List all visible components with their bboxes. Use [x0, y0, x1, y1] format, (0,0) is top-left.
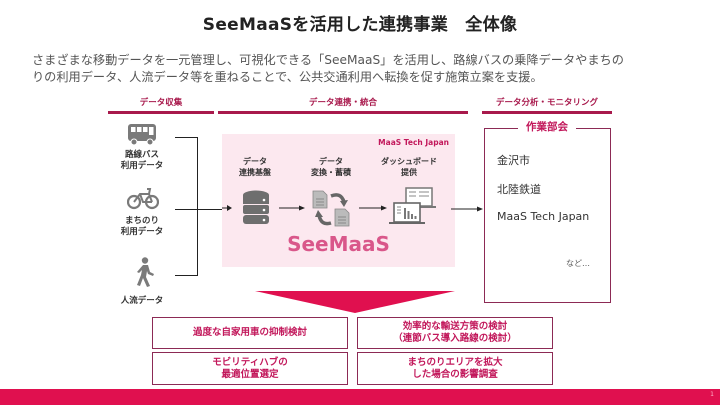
measure-box-mobility-hub: モビリティハブの最適位置選定: [152, 352, 348, 385]
bus-icon: [128, 124, 156, 146]
measure-box-transport-efficiency: 効率的な輸送方策の検討（連節バス導入路線の検討）: [357, 317, 553, 349]
measure-box-machinori-expansion: まちのりエリアを拡大した場合の影響調査: [357, 352, 553, 385]
source-label-pedestrian: 人流データ: [120, 296, 164, 306]
page-title: SeeMaaSを活用した連携事業 全体像: [202, 15, 518, 35]
source-label-bicycle: まちのり 利用データ: [120, 216, 164, 237]
bicycle-icon: [127, 188, 159, 210]
step-label-transform: データ 変換・蓄積: [311, 157, 351, 177]
member-kanazawa: 金沢市: [497, 154, 530, 167]
member-maas-tech-japan: MaaS Tech Japan: [497, 210, 590, 223]
section-divider-collect: [108, 111, 214, 114]
connector-to-platform: [197, 209, 227, 210]
page-number: 1: [710, 391, 714, 398]
provider-label: MaaS Tech Japan: [378, 138, 449, 147]
connector-pedestrian: [175, 275, 197, 276]
step-label-dashboard: ダッシュボード 提供: [381, 157, 437, 177]
arrow-db-to-transform: [279, 205, 305, 211]
members-etc: など…: [566, 259, 590, 268]
database-icon: [243, 190, 269, 224]
lead-text: さまざまな移動データを一元管理し、可視化できる「SeeMaaS」を活用し、路線バ…: [32, 52, 692, 86]
working-group-title: 作業部会: [518, 119, 576, 134]
seemaas-platform-panel: MaaS Tech Japan データ 連携基盤 データ 変換・蓄積 ダッシュボ…: [222, 134, 455, 267]
section-label-collect: データ収集: [139, 98, 183, 108]
pedestrian-icon: [137, 257, 154, 287]
big-down-arrow: [255, 291, 455, 313]
arrow-transform-to-dashboard: [359, 205, 387, 211]
connector-bus: [175, 137, 197, 138]
measure-box-car-restraint: 過度な自家用車の抑制検討: [152, 317, 348, 349]
arrow-platform-to-group: [451, 206, 483, 212]
connector-bicycle: [175, 209, 197, 210]
footer-bar: [0, 389, 720, 405]
section-label-integrate: データ連携・統合: [308, 98, 377, 108]
section-divider-analyze: [482, 111, 612, 114]
member-hokutetsu: 北陸鉄道: [497, 183, 541, 196]
seemaas-logo-text: SeeMaaS: [287, 232, 390, 256]
section-divider-integrate: [218, 111, 468, 114]
dashboard-icon: [389, 187, 436, 224]
source-label-bus: 路線バス 利用データ: [120, 150, 164, 171]
connector-bracket: [197, 137, 198, 276]
arrow-head-in: [222, 205, 232, 211]
lead-line-1: さまざまな移動データを一元管理し、可視化できる「SeeMaaS」を活用し、路線バ…: [32, 53, 624, 67]
step-label-integration: データ 連携基盤: [239, 157, 271, 177]
document-sync-icon: [312, 190, 350, 227]
lead-line-2: りの利用データ、人流データ等を重ねることで、公共交通利用へ転換を促す施策立案を支…: [32, 70, 543, 84]
section-label-analyze: データ分析・モニタリング: [495, 98, 598, 108]
